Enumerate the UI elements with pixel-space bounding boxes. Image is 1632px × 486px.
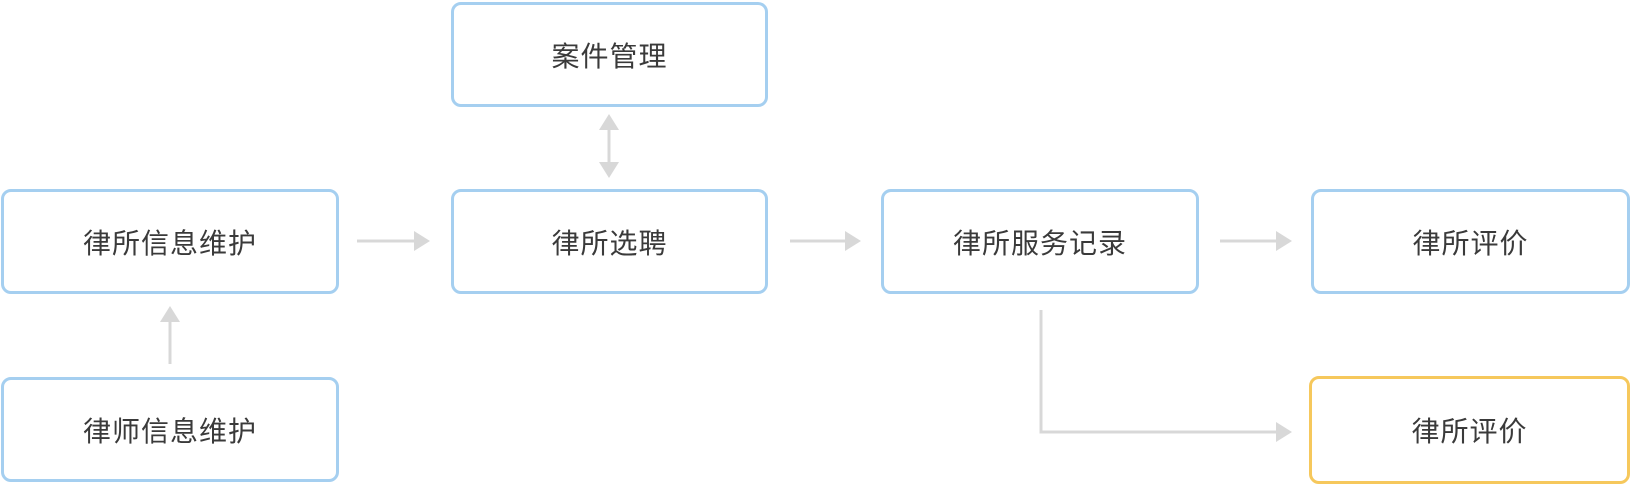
node-label: 律师信息维护 xyxy=(82,414,257,448)
node-firm-info: 律所信息维护 xyxy=(1,189,339,294)
arrow-selection-to-service-record xyxy=(790,231,861,251)
node-label: 案件管理 xyxy=(551,39,668,73)
arrow-firm-info-to-selection xyxy=(357,231,430,251)
node-firm-selection: 律所选聘 xyxy=(451,189,768,294)
node-label: 律所服务记录 xyxy=(952,226,1127,260)
arrow-service-record-to-evaluation-bottom xyxy=(1039,310,1292,442)
node-label: 律所评价 xyxy=(1412,226,1529,260)
node-label: 律所选聘 xyxy=(551,226,668,260)
node-label: 律所评价 xyxy=(1411,415,1528,448)
arrow-service-record-to-evaluation xyxy=(1220,231,1292,251)
node-firm-evaluation-bottom: 律所评价 xyxy=(1309,376,1630,484)
arrow-lawyer-to-firm-info xyxy=(160,306,180,364)
node-case-management: 案件管理 xyxy=(451,2,768,107)
node-firm-service-record: 律所服务记录 xyxy=(881,189,1199,294)
node-lawyer-info: 律师信息维护 xyxy=(1,377,339,482)
node-firm-evaluation-top: 律所评价 xyxy=(1311,189,1630,294)
node-label: 律所信息维护 xyxy=(82,226,257,260)
arrow-case-selection-bidirectional xyxy=(599,114,619,178)
